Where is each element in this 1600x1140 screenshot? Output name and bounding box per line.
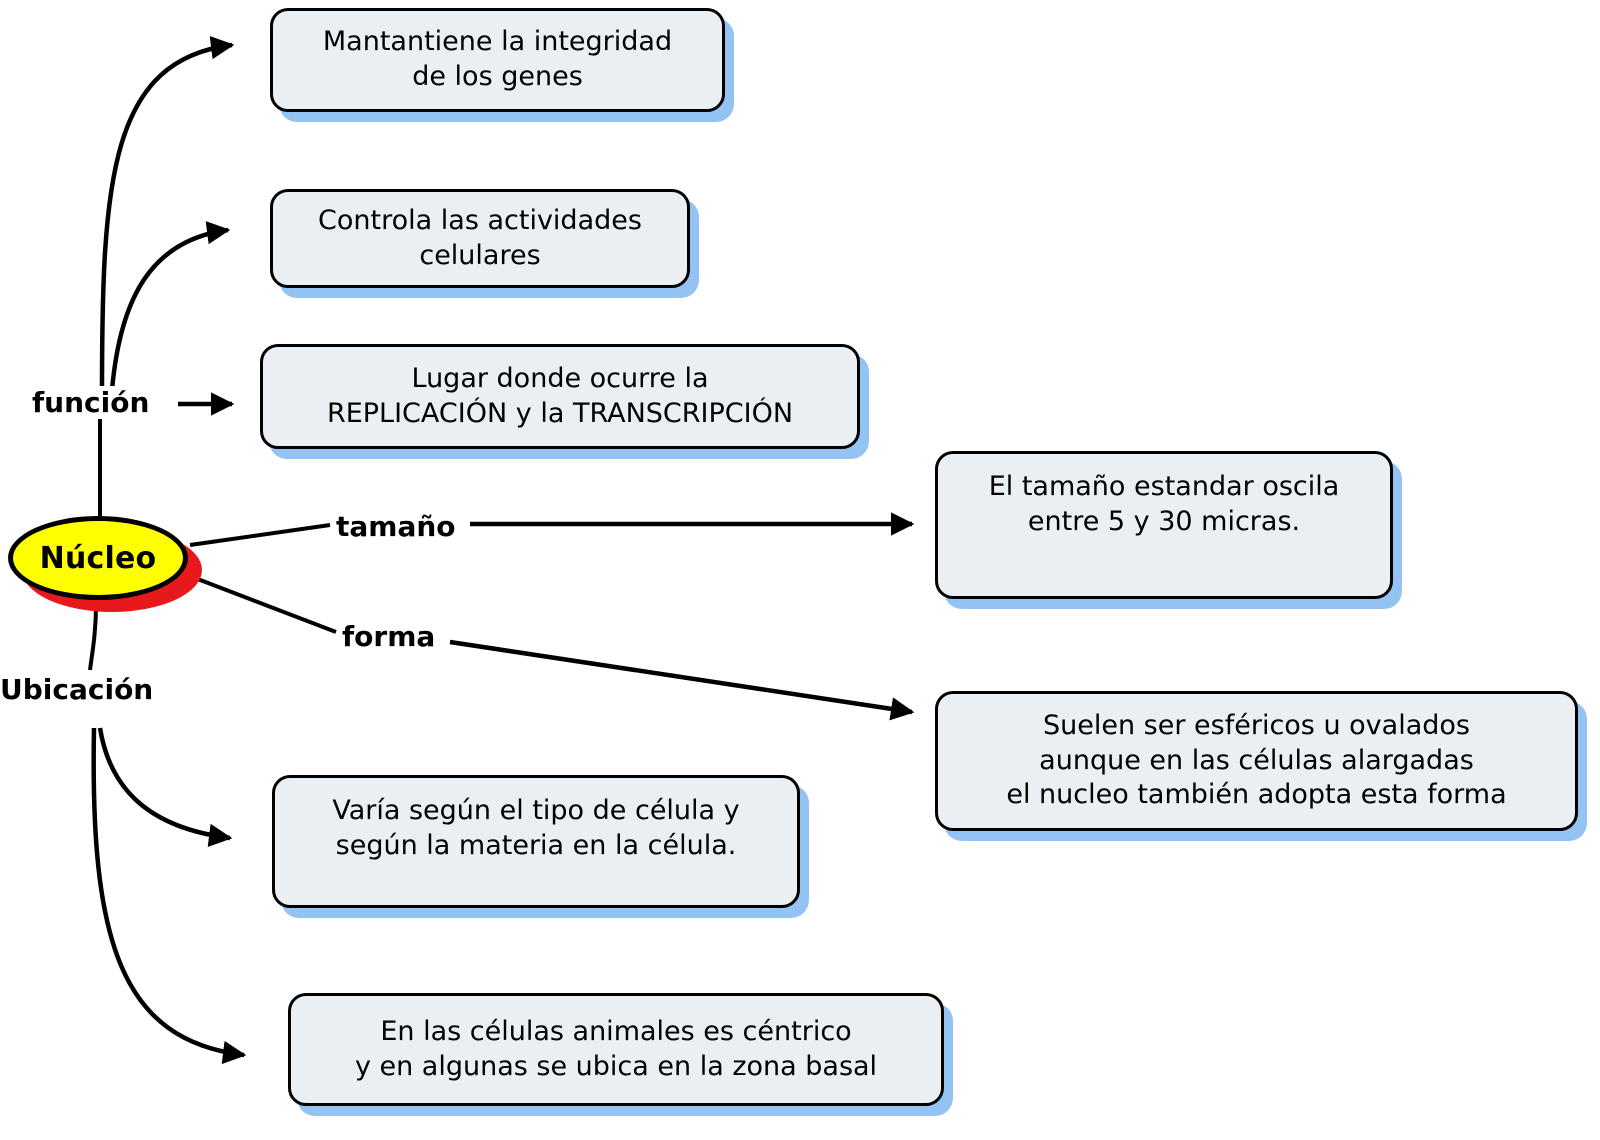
node-text-integridad-genes: Mantantiene la integridad de los genes [322, 26, 673, 92]
node-box-forma-esferica[interactable]: Suelen ser esféricos u ovalados aunque e… [935, 691, 1578, 831]
node-text-replicacion-transcripcion: Lugar donde ocurre la REPLICACIÓN y la T… [326, 362, 794, 429]
node-box-celulas-animales[interactable]: En las células animales es céntrico y en… [288, 993, 944, 1106]
node-box-varia-tipo-celula[interactable]: Varía según el tipo de célula y según la… [272, 775, 800, 908]
edge-funcion-to-actividades [109, 221, 231, 391]
edge-nucleo-to-forma-label [194, 576, 337, 634]
node-box-integridad-genes[interactable]: Mantantiene la integridad de los genes [270, 8, 725, 112]
node-text-actividades-celulares: Controla las actividades celulares [318, 204, 642, 271]
edge-trunk-ubicacion [88, 603, 98, 671]
center-node-nucleo[interactable]: Núcleo [8, 516, 202, 612]
edge-nucleo-to-tamano-label [189, 523, 331, 547]
edge-label-ubicacion: Ubicación [0, 673, 158, 706]
center-node-label: Núcleo [39, 540, 157, 576]
node-box-tamano-micras[interactable]: El tamaño estandar oscila entre 5 y 30 m… [935, 451, 1393, 599]
edge-label-forma: forma [338, 620, 440, 653]
edge-label-tamano: tamaño [332, 510, 460, 543]
edge-label-funcion: función [28, 386, 154, 419]
node-text-tamano-micras: El tamaño estandar oscila entre 5 y 30 m… [988, 471, 1340, 537]
edge-ubicacion-to-centrico [91, 727, 247, 1065]
node-text-forma-esferica: Suelen ser esféricos u ovalados aunque e… [1006, 710, 1507, 811]
node-text-celulas-animales: En las células animales es céntrico y en… [354, 1015, 878, 1082]
edge-funcion-to-integridad [99, 35, 235, 393]
node-text-varia-tipo-celula: Varía según el tipo de célula y según la… [332, 795, 740, 861]
edge-forma-to-esfericos [449, 639, 915, 721]
center-node-ellipse: Núcleo [8, 516, 188, 600]
node-box-replicacion-transcripcion[interactable]: Lugar donde ocurre la REPLICACIÓN y la T… [260, 344, 860, 449]
node-box-actividades-celulares[interactable]: Controla las actividades celulares [270, 189, 690, 288]
edge-ubicacion-to-varia [97, 727, 233, 847]
